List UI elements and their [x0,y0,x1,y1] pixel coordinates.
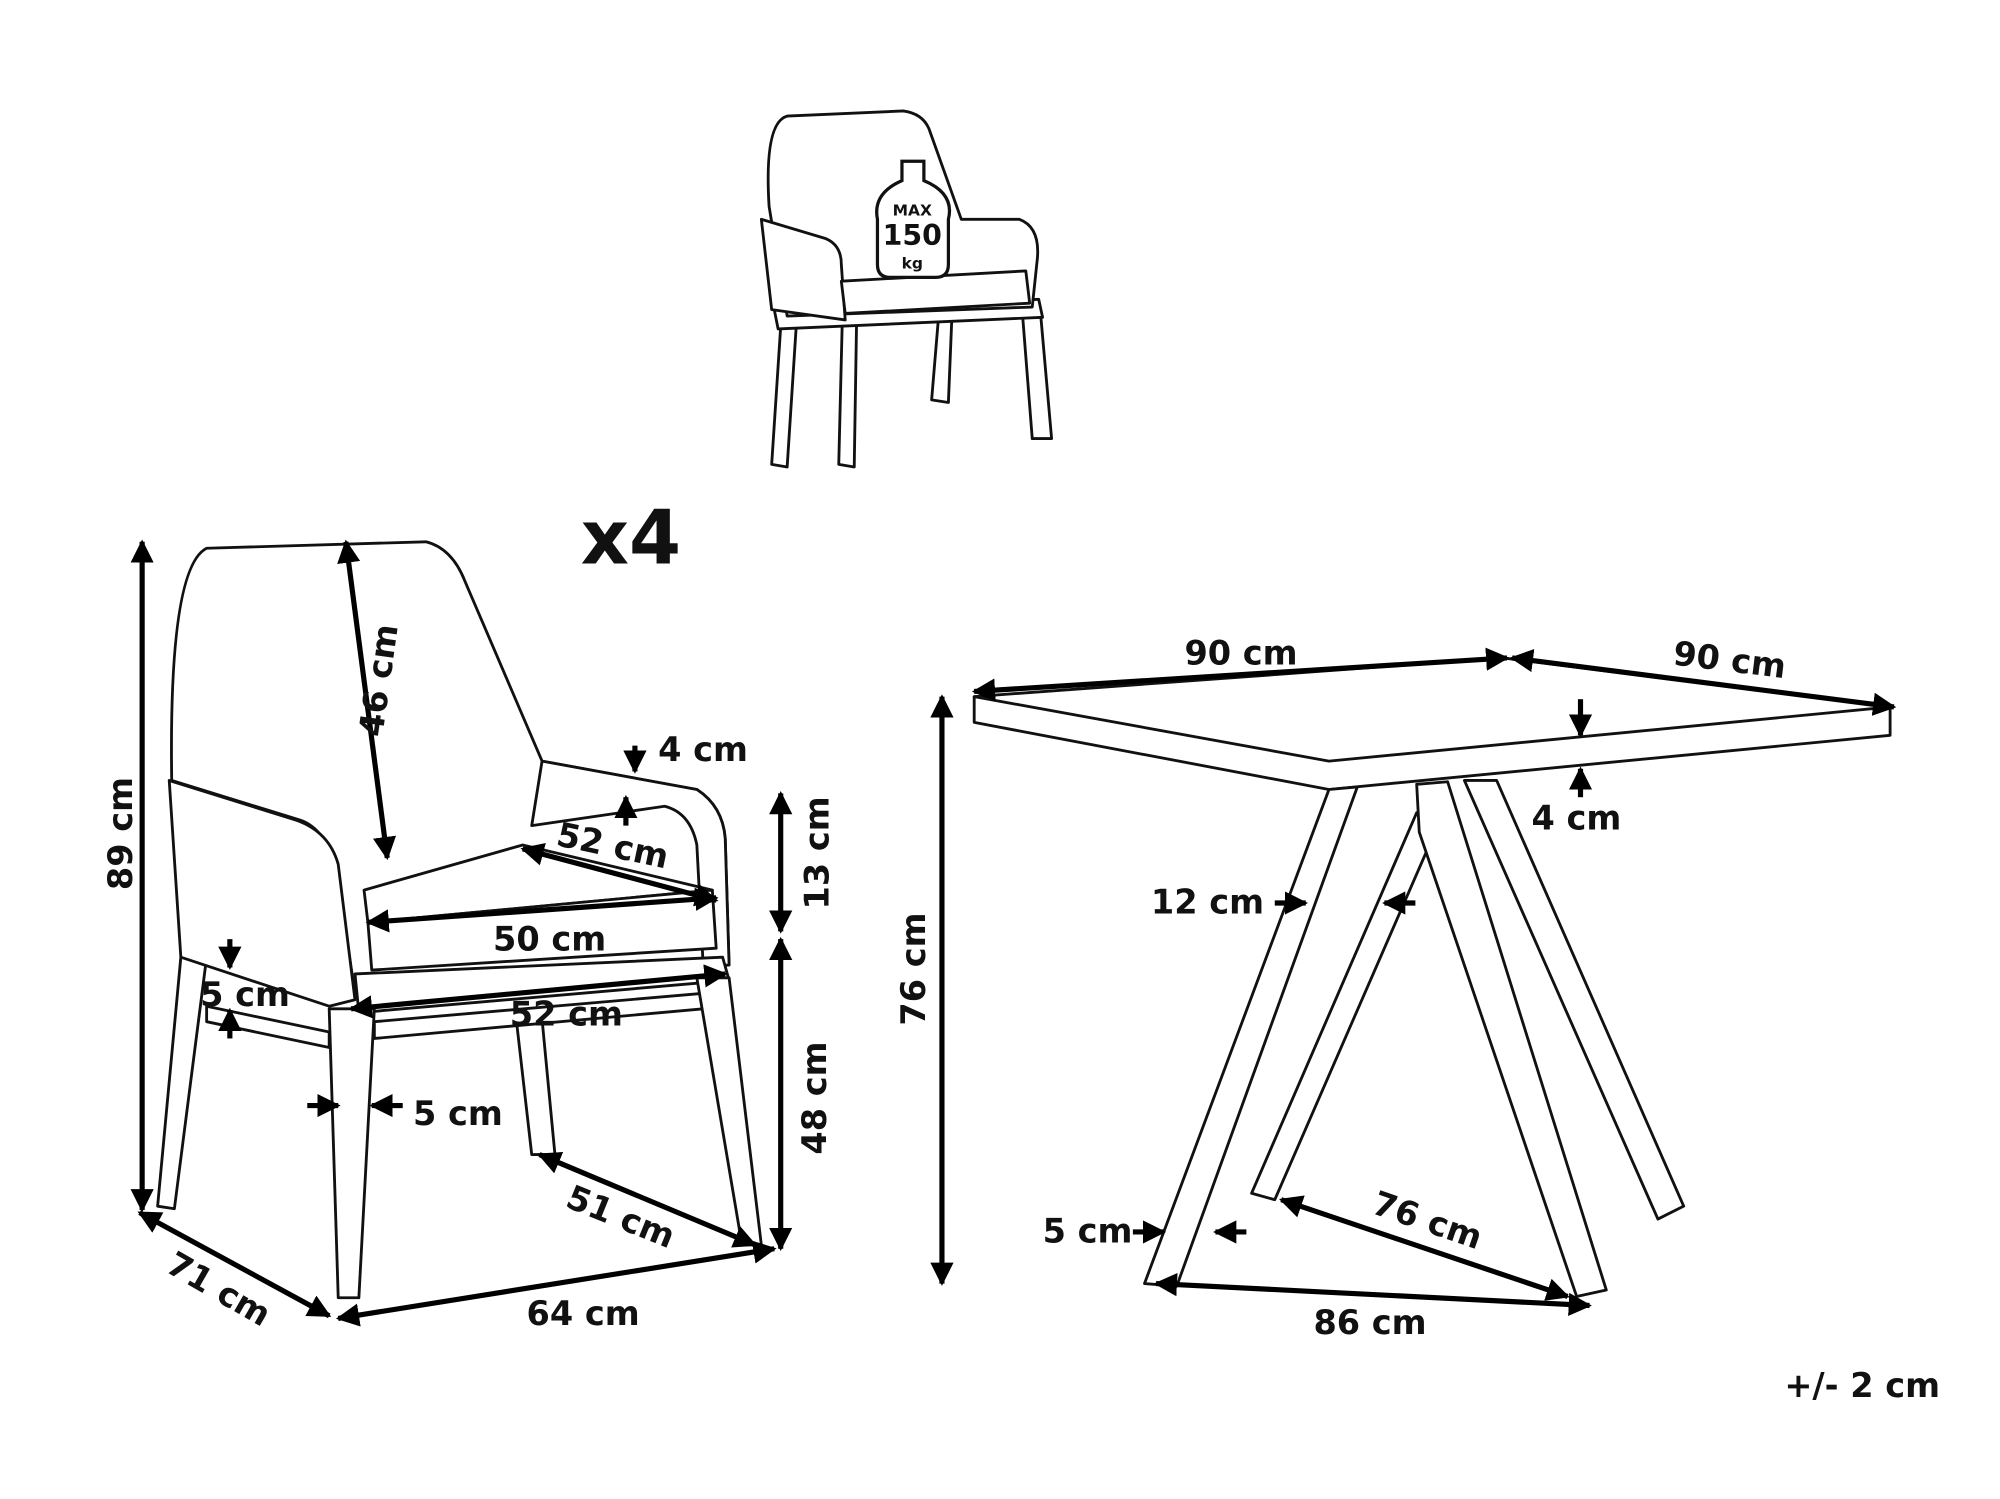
table-leg-bottom-width-label: 5 cm [1043,1211,1133,1250]
badge-value-text: 150 [883,219,942,252]
table-leg-front-span-label: 86 cm [1313,1303,1426,1342]
chair-armrest-height-label: 13 cm [797,796,836,909]
table-back-right-leg [1462,779,1686,1221]
quantity-label: x4 [581,495,681,582]
chair-leg-width-label: 5 cm [413,1094,503,1133]
chair-left-arm [167,779,357,1008]
badge-unit-text: kg [902,254,923,272]
chair-frame-thickness-label: 5 cm [200,975,290,1014]
max-weight-badge: MAX 150 kg [875,159,952,279]
table-width-label: 90 cm [1184,633,1297,672]
chair-seat-frame-width-label: 52 cm [510,995,623,1034]
chair-back-right-leg [514,1017,557,1156]
chair-front-left-leg [327,1007,376,1300]
chair-armrest-thickness-label: 4 cm [658,730,748,769]
chair-front-right-leg [695,976,763,1247]
chair-dimensions: 89 cm 46 cm 4 cm 52 cm 50 cm 52 cm 5 cm … [101,539,836,1334]
chair-width-label: 64 cm [527,1294,640,1333]
table-leg-diagonal-label: 76 cm [1368,1183,1488,1257]
chair-seat-height-label: 48 cm [795,1041,834,1154]
reference-chair-illustration: MAX 150 kg [759,109,1054,469]
chair-drawing [156,540,763,1300]
table-leg-top-width-label: 12 cm [1151,882,1264,921]
table-height-label: 76 cm [894,912,933,1025]
table-top-thickness-label: 4 cm [1531,798,1621,837]
chair-seat-width-label: 50 cm [493,920,606,959]
chair-height-label: 89 cm [101,777,140,890]
badge-max-text: MAX [893,201,932,219]
table-dimensions: 90 cm 90 cm 4 cm 76 cm 12 cm 5 cm 76 cm … [894,633,1897,1342]
tolerance-note: +/- 2 cm [1784,1366,1940,1405]
